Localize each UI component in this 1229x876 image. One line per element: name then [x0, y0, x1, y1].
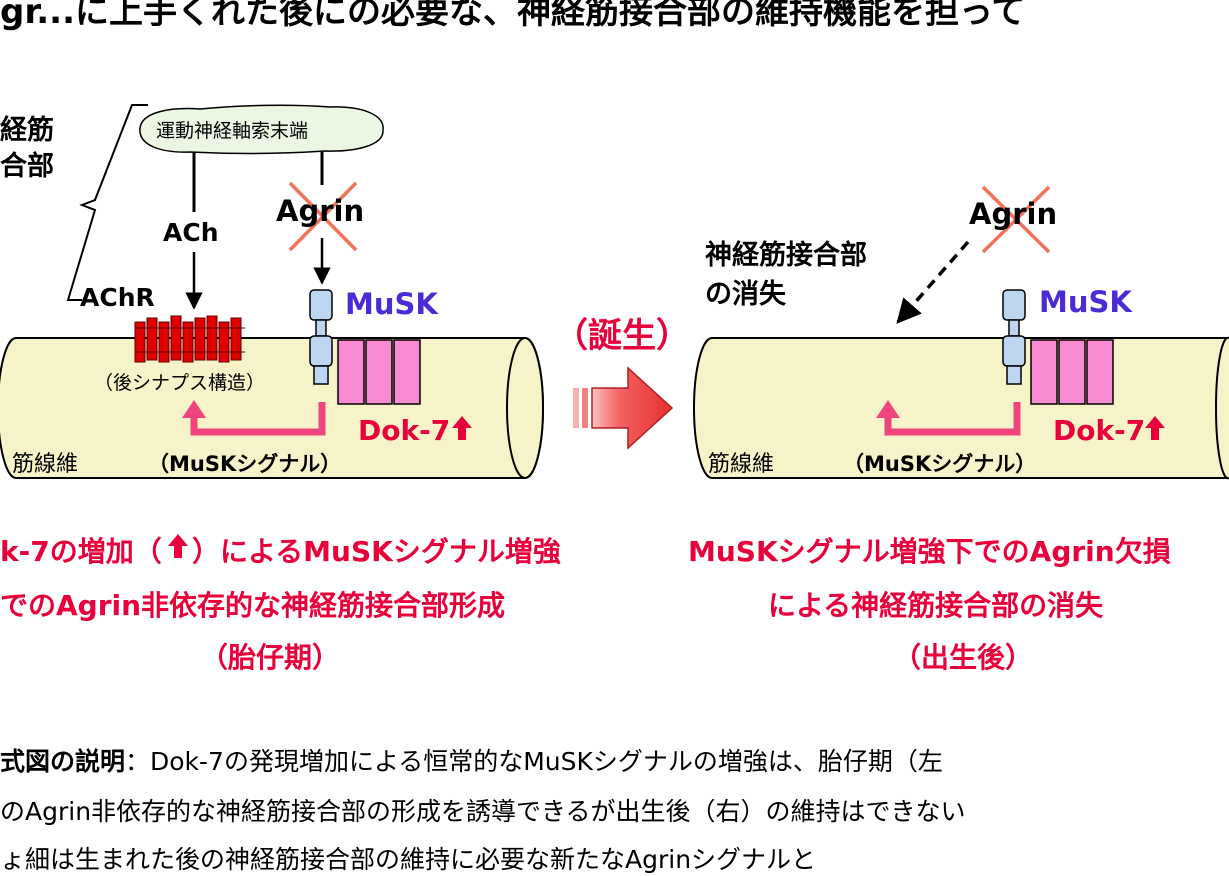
dok7-label-left: Dok-7 — [358, 414, 451, 447]
musk-receptor-right — [1002, 289, 1026, 385]
explanation-heading: 式図の説明 — [0, 747, 126, 776]
caption-up-arrow-icon — [168, 534, 188, 558]
junction-label-line2: 合部 — [0, 151, 54, 182]
agrin-cross-right — [981, 185, 1051, 254]
agrin-label-right: Agrin — [969, 197, 1058, 231]
explanation-line1-text: ：Dok-7の発現増加による恒常的なMuSKシグナルの増強は、胎仔期（左 — [125, 747, 943, 776]
axon-terminal-label: 運動神経軸索末端 — [156, 120, 309, 142]
junction-label-line1: 経筋 — [0, 115, 54, 146]
dok7-up-arrow-left — [452, 416, 472, 440]
loss-label-line1: 神経筋接合部 — [705, 240, 867, 271]
diagram-svg — [0, 104, 1229, 558]
caption-right-line1: MuSKシグナル増強下でのAgrin欠損 — [688, 535, 1171, 568]
loss-label-line2: の消失 — [705, 279, 786, 310]
explanation-line2: のAgrin非依存的な神経筋接合部の形成を誘導できるが出生後（右）の維持はできな… — [0, 797, 966, 826]
junction-brace — [66, 104, 148, 301]
fiber-label-right: 筋線維 — [708, 452, 775, 477]
musk-signal-arrow-left — [190, 402, 326, 436]
musk-label-left: MuSK — [345, 287, 438, 321]
dok7-blocks-left — [337, 339, 421, 405]
caption-right-line2: による神経筋接合部の消失 — [768, 589, 1104, 622]
fiber-label-left: 筋線維 — [12, 452, 79, 477]
caption-left-line1-a: k-7の増加（ — [0, 535, 162, 568]
agrin-cross-left — [288, 181, 358, 252]
musk-signal-label-right: （MuSKシグナル） — [843, 452, 1037, 476]
caption-right-line3: （出生後） — [893, 641, 1034, 674]
birth-arrow — [573, 366, 674, 450]
ach-label: ACh — [163, 218, 219, 247]
dok7-blocks-right — [1030, 339, 1114, 405]
agrin-label-left: Agrin — [276, 194, 365, 228]
postsynaptic-label: （後シナプス構造） — [94, 372, 266, 394]
caption-left-line3: （胎仔期） — [200, 641, 341, 674]
header-fragment: gr...に上手くれた後にの必要な、神経筋接合部の維持機能を担って — [0, 0, 1026, 32]
explanation-line3: ょ細は生まれた後の神経筋接合部の維持に必要な新たなAgrinシグナルと — [0, 845, 817, 874]
caption-left-line1-b: ）によるMuSKシグナル増強 — [192, 535, 561, 568]
caption-left-line2: でのAgrin非依存的な神経筋接合部形成 — [0, 589, 506, 622]
musk-signal-arrow-right — [884, 402, 1021, 436]
dok7-label-right: Dok-7 — [1053, 414, 1146, 447]
achr-receptors — [134, 315, 245, 363]
achr-label: AChR — [80, 283, 155, 312]
axon-terminal-cloud — [139, 104, 384, 155]
dok7-up-arrow-right — [1145, 416, 1165, 440]
birth-label: （誕生） — [554, 316, 690, 356]
musk-receptor-left — [309, 289, 333, 385]
explanation-line1: 式図の説明：Dok-7の発現増加による恒常的なMuSKシグナルの増強は、胎仔期（… — [0, 742, 943, 778]
fiber-left-end — [506, 337, 544, 479]
loss-dashed-arrow — [896, 240, 970, 324]
musk-signal-label-left: （MuSKシグナル） — [148, 452, 342, 476]
musk-label-right: MuSK — [1039, 285, 1132, 319]
